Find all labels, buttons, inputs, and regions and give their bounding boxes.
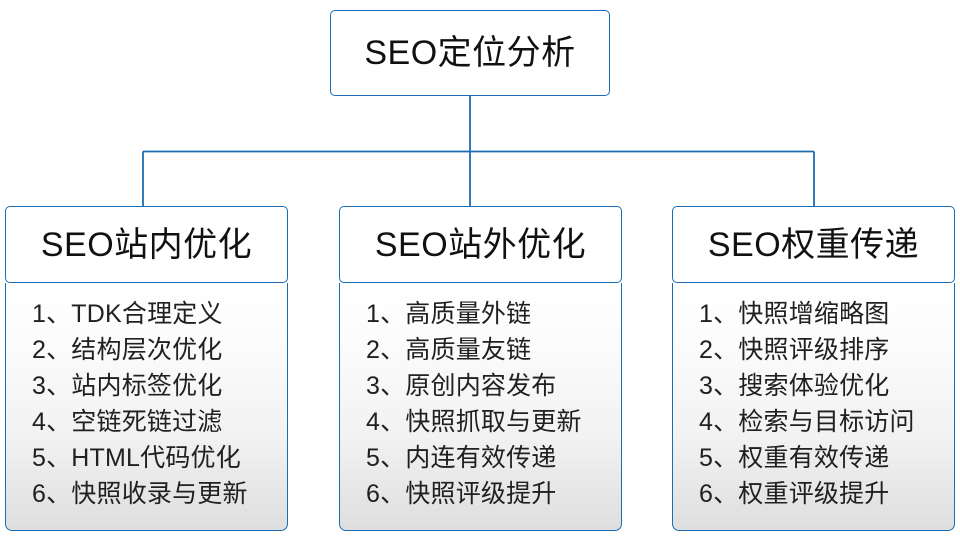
branch-list-2: 1、高质量外链 2、高质量友链 3、原创内容发布 4、快照抓取与更新 5、内连有… — [340, 296, 621, 512]
branch-column-3: SEO权重传递 1、快照增缩略图 2、快照评级排序 3、搜索体验优化 4、检索与… — [672, 206, 955, 531]
list-item: 6、快照收录与更新 — [32, 480, 248, 508]
list-item: 3、原创内容发布 — [366, 372, 557, 400]
list-item: 5、内连有效传递 — [366, 444, 557, 472]
list-item: 4、快照抓取与更新 — [366, 408, 582, 436]
list-item: 2、结构层次优化 — [32, 336, 223, 364]
list-item: 6、权重评级提升 — [699, 480, 890, 508]
list-item: 4、空链死链过滤 — [32, 408, 223, 436]
branch-body-3: 1、快照增缩略图 2、快照评级排序 3、搜索体验优化 4、检索与目标访问 5、权… — [672, 283, 955, 531]
list-item: 6、快照评级提升 — [366, 480, 557, 508]
branch-body-2: 1、高质量外链 2、高质量友链 3、原创内容发布 4、快照抓取与更新 5、内连有… — [339, 283, 622, 531]
list-item: 4、检索与目标访问 — [699, 408, 915, 436]
list-item: 3、站内标签优化 — [32, 372, 223, 400]
branch-header-3[interactable]: SEO权重传递 — [672, 206, 955, 283]
branch-header-label-1: SEO站内优化 — [40, 225, 253, 264]
list-item: 1、TDK合理定义 — [32, 300, 223, 328]
root-node-label: SEO定位分析 — [364, 34, 576, 72]
branch-list-1: 1、TDK合理定义 2、结构层次优化 3、站内标签优化 4、空链死链过滤 5、H… — [6, 296, 287, 512]
branch-list-3: 1、快照增缩略图 2、快照评级排序 3、搜索体验优化 4、检索与目标访问 5、权… — [673, 296, 954, 512]
list-item: 1、高质量外链 — [366, 300, 532, 328]
branch-header-2[interactable]: SEO站外优化 — [339, 206, 622, 283]
branch-header-label-3: SEO权重传递 — [707, 225, 920, 264]
branch-header-label-2: SEO站外优化 — [374, 225, 587, 264]
root-node[interactable]: SEO定位分析 — [330, 10, 610, 96]
branch-column-2: SEO站外优化 1、高质量外链 2、高质量友链 3、原创内容发布 4、快照抓取与… — [339, 206, 622, 531]
branch-header-1[interactable]: SEO站内优化 — [5, 206, 288, 283]
list-item: 5、权重有效传递 — [699, 444, 890, 472]
list-item: 1、快照增缩略图 — [699, 300, 890, 328]
list-item: 2、快照评级排序 — [699, 336, 890, 364]
branch-column-1: SEO站内优化 1、TDK合理定义 2、结构层次优化 3、站内标签优化 4、空链… — [5, 206, 288, 531]
list-item: 5、HTML代码优化 — [32, 444, 241, 472]
branch-body-1: 1、TDK合理定义 2、结构层次优化 3、站内标签优化 4、空链死链过滤 5、H… — [5, 283, 288, 531]
list-item: 2、高质量友链 — [366, 336, 532, 364]
list-item: 3、搜索体验优化 — [699, 372, 890, 400]
